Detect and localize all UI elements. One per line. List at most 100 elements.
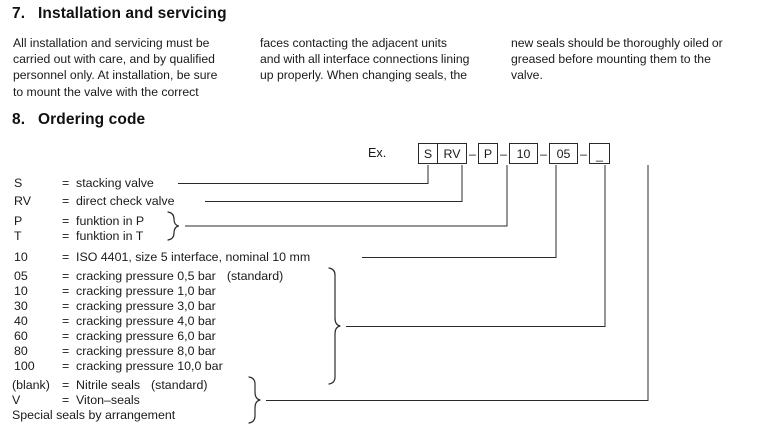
legend-row-seals-viton: V = Viton–seals [12, 393, 140, 408]
code-box-valve-type: RV [438, 143, 467, 164]
legend-code: 05 [14, 269, 28, 283]
legend-text: funktion in T [76, 229, 144, 243]
legend-text: cracking pressure 4,0 bar [76, 314, 216, 328]
brace-function [167, 211, 180, 241]
legend-code: RV [14, 194, 31, 208]
legend-row-pressure-05: 05 = cracking pressure 0,5 bar (standard) [14, 269, 283, 284]
legend-row-seals-special: Special seals by arrangement [12, 408, 175, 423]
legend-text: Special seals by arrangement [12, 408, 176, 422]
legend-code: 100 [14, 359, 35, 373]
leader-line-stacking [178, 165, 429, 184]
legend-equals: = [62, 269, 70, 283]
legend-row-pressure-10: 10 = cracking pressure 1,0 bar [14, 284, 216, 299]
body-column-2: faces contacting the adjacent units and … [260, 35, 503, 84]
legend-equals: = [62, 284, 70, 298]
legend-note: (standard) [151, 378, 208, 392]
legend-row-stacking: S = stacking valve [14, 176, 154, 191]
legend-equals: = [62, 194, 70, 208]
legend-text: cracking pressure 8,0 bar [76, 344, 216, 358]
legend-equals: = [62, 393, 70, 407]
legend-row-pressure-30: 30 = cracking pressure 3,0 bar [14, 299, 216, 314]
code-separator-dash: – [469, 146, 476, 161]
body-line: All installation and servicing must be [13, 36, 210, 50]
section-title: Ordering code [38, 111, 146, 128]
legend-equals: = [62, 229, 70, 243]
legend-code: T [14, 229, 22, 243]
legend-text: ISO 4401, size 5 interface, nominal 10 m… [76, 250, 311, 264]
section-number: 8. [12, 111, 26, 128]
legend-equals: = [62, 250, 70, 264]
legend-code: 10 [14, 284, 28, 298]
legend-note: (standard) [226, 269, 284, 283]
legend-equals: = [62, 344, 70, 358]
legend-code: 10 [14, 250, 28, 264]
body-line: carried out with care, and by qualified [13, 52, 215, 67]
code-box-cracking-pressure: 05 [549, 143, 578, 164]
legend-code: 40 [14, 314, 28, 328]
brace-seals [248, 376, 261, 424]
code-separator-dash: – [540, 146, 547, 161]
legend-row-pressure-40: 40=cracking pressure 4,0 bar [14, 314, 216, 329]
legend-code: S [14, 176, 23, 190]
body-line: up properly. When changing seals, the [260, 68, 468, 83]
section-heading-7: 7. Installation and servicing [12, 5, 227, 23]
code-separator-dash: – [580, 146, 587, 161]
legend-text: stacking valve [76, 176, 154, 190]
legend-code: (blank) [12, 378, 50, 392]
section-title: Installation and servicing [38, 5, 227, 22]
leader-line-function [185, 165, 508, 227]
legend-row-pressure-60: 60 = cracking pressure 6,0 bar [14, 329, 216, 344]
code-box-seals: _ [589, 143, 610, 164]
leader-line-seals [266, 165, 649, 401]
legend-equals: = [62, 329, 70, 343]
legend-row-function-p: P = funktion in P [14, 214, 144, 229]
legend-text: cracking pressure 6,0 bar [76, 329, 216, 343]
legend-text: Nitrile seals [76, 378, 141, 392]
body-column-1: All installation and servicing must be c… [13, 35, 253, 100]
body-column-3: new seals should be thoroughly oiled or … [511, 35, 749, 84]
body-line: new seals should be thoroughly oiled or [511, 36, 723, 50]
body-line: valve. [511, 68, 543, 83]
legend-row-pressure-100: 100 = cracking pressure 10,0 bar [14, 359, 223, 374]
legend-equals: = [62, 214, 70, 228]
legend-row-pressure-80: 80 = cracking pressure 8,0 bar [14, 344, 216, 359]
legend-code: 80 [14, 344, 28, 358]
body-line: faces contacting the adjacent units [260, 36, 447, 50]
legend-row-valve-type: RV = direct check valve [14, 194, 174, 209]
legend-text: cracking pressure 10,0 bar [76, 359, 223, 373]
brace-cracking-pressure [328, 267, 341, 385]
code-box-stacking: S [418, 143, 438, 164]
legend-row-function-t: T = funktion in T [14, 229, 143, 244]
legend-code: P [14, 214, 23, 228]
code-box-function: P [478, 143, 498, 164]
legend-text: Viton–seals [76, 393, 140, 407]
legend-equals: = [62, 359, 70, 373]
leader-line-cracking-pressure [346, 165, 606, 327]
body-line: and with all interface connections linin… [260, 52, 470, 67]
legend-text: direct check valve [76, 194, 175, 208]
legend-row-seals-blank: (blank) = Nitrile seals (standard) [12, 378, 208, 393]
legend-row-interface: 10 = ISO 4401, size 5 interface, nominal 1… [14, 250, 310, 265]
leader-line-interface [362, 165, 557, 258]
legend-text: cracking pressure 1,0 bar [76, 284, 216, 298]
body-line: personnel only. At installation, be sure [13, 68, 218, 83]
section-heading-8: 8. Ordering code [12, 111, 145, 129]
leader-line-valve-type [205, 165, 463, 202]
legend-equals: = [62, 299, 70, 313]
example-label: Ex. [368, 146, 387, 160]
body-line: to mount the valve with the correct [13, 84, 199, 99]
code-box-interface: 10 [509, 143, 538, 164]
section-number: 7. [12, 5, 26, 22]
legend-text: cracking pressure 3,0 bar [76, 299, 216, 313]
legend-code: 30 [14, 299, 28, 313]
body-line: greased before mounting them to the [511, 52, 711, 67]
ordering-code-strip: S RV – P – 10 – 05 – _ [418, 143, 610, 164]
legend-code: 60 [14, 329, 28, 343]
legend-code: V [12, 393, 21, 407]
legend-equals: = [62, 378, 70, 392]
legend-text: cracking pressure 0,5 bar [76, 269, 216, 283]
code-separator-dash: – [500, 146, 507, 161]
legend-text: funktion in P [76, 214, 145, 228]
legend-equals: = [62, 176, 70, 190]
